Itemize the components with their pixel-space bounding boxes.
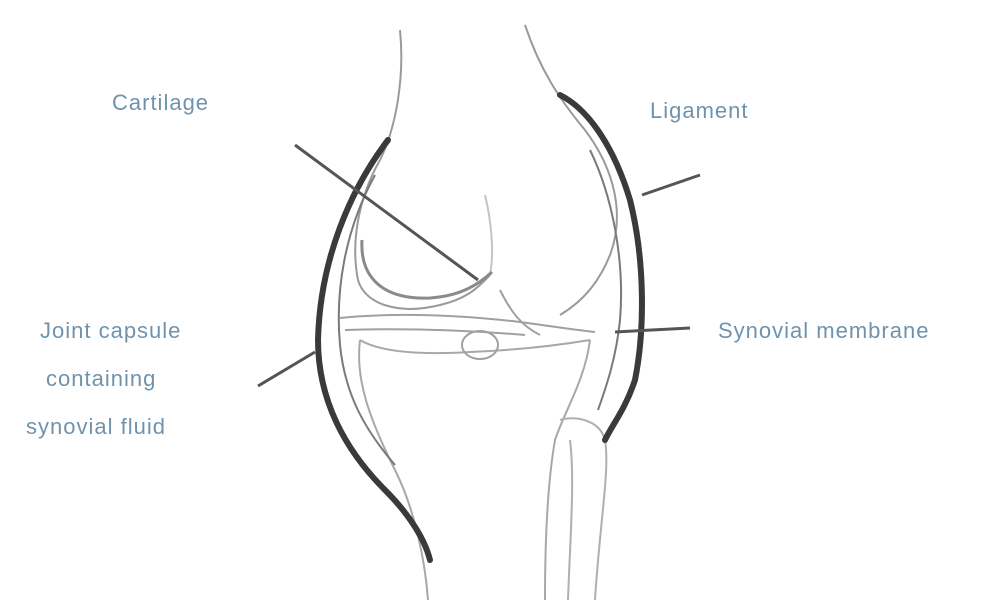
menisci	[340, 290, 595, 359]
label-joint-capsule-line3: synovial fluid	[26, 414, 181, 440]
label-joint-capsule: Joint capsule containing synovial fluid	[26, 318, 181, 440]
label-ligament: Ligament	[650, 98, 749, 124]
fibula	[560, 418, 606, 600]
label-cartilage: Cartilage	[112, 90, 209, 116]
joint-capsule-leader	[258, 352, 315, 386]
cartilage-leader	[295, 145, 478, 280]
synovial-membrane-leader	[615, 328, 690, 332]
ligament-leader	[642, 175, 700, 195]
leader-lines	[258, 145, 700, 386]
label-joint-capsule-line1: Joint capsule	[26, 318, 181, 344]
tibia	[359, 340, 590, 600]
label-synovial-membrane: Synovial membrane	[718, 318, 929, 344]
label-joint-capsule-line2: containing	[26, 366, 181, 392]
joint-capsule	[318, 95, 642, 560]
femur	[355, 25, 617, 315]
femoral-cartilage	[362, 240, 492, 298]
